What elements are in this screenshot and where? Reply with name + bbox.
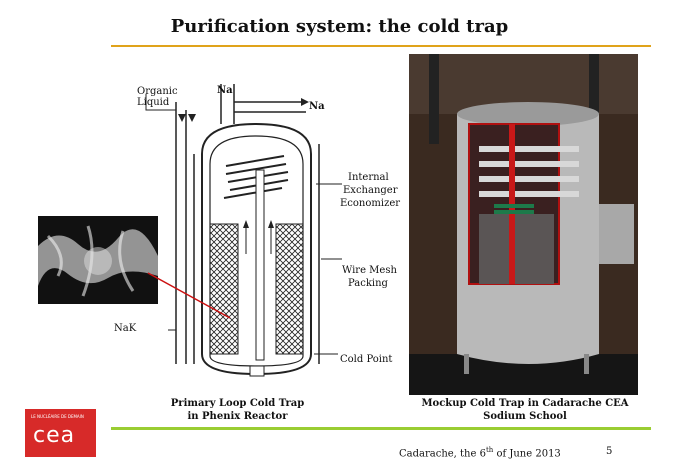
caption-left: Primary Loop Cold Trap in Phenix Reactor — [170, 398, 305, 422]
footer-date: Cadarache, the 6th of June 2013 — [399, 446, 561, 459]
na-inlet-label: Na — [217, 85, 233, 96]
slide-title: Purification system: the cold trap — [170, 16, 509, 37]
na-outlet-label: Na — [309, 101, 325, 112]
internal-exchanger-label-2: Exchanger — [343, 185, 398, 196]
footer-sup: th — [485, 446, 494, 454]
footer-rest: of June 2013 — [493, 448, 561, 460]
page-number: 5 — [606, 446, 613, 457]
organic-liquid-label-line2: Liquid — [137, 97, 170, 108]
cea-logo-small-text: LE NUCLÉAIRE DE DEMAIN — [31, 414, 84, 419]
mockup-cold-trap-photo — [409, 54, 638, 395]
wire-mesh-label-1: Wire Mesh — [342, 265, 397, 276]
organic-liquid-label-line1: Organic — [137, 86, 178, 97]
internal-exchanger-label-3: Economizer — [340, 198, 401, 209]
nak-label: NaK — [114, 323, 137, 334]
wire-mesh-label-2: Packing — [348, 278, 388, 289]
internal-exchanger-label-1: Internal — [348, 172, 389, 183]
cea-logo: LE NUCLÉAIRE DE DEMAIN cea — [25, 409, 96, 457]
footer-rule — [111, 427, 651, 430]
cold-point-label: Cold Point — [340, 354, 393, 365]
caption-right: Mockup Cold Trap in Cadarache CEA Sodium… — [421, 398, 629, 422]
cea-logo-text: cea — [33, 423, 76, 448]
footer-place: Cadarache, the 6 — [399, 448, 486, 460]
title-underline — [111, 45, 651, 47]
sodium-oxide-crystal-photo — [38, 216, 158, 304]
